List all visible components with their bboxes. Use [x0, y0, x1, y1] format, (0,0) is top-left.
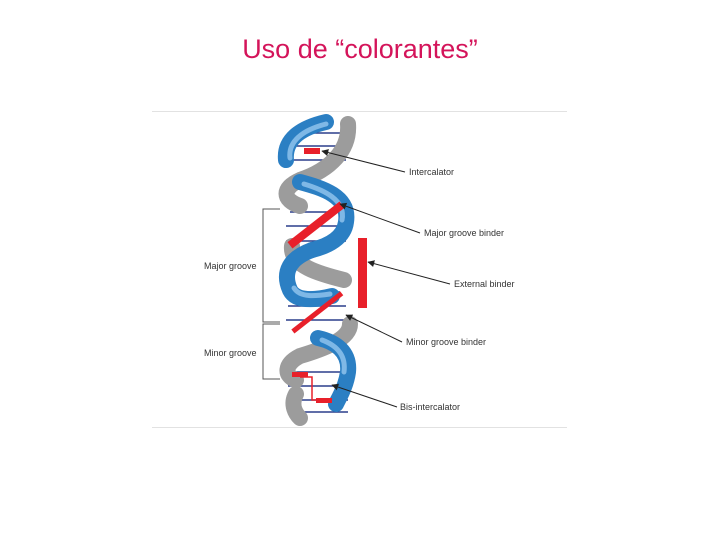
minor-groove-binder-label: Minor groove binder [406, 337, 486, 347]
major-groove-binder-label: Major groove binder [424, 228, 504, 238]
external-binder-block [358, 238, 367, 308]
binders [287, 148, 367, 403]
label-arrows [321, 149, 451, 408]
blue-strand-highlight [287, 121, 347, 375]
major-groove-binder-block [287, 201, 345, 249]
intercalator-label: Intercalator [409, 167, 454, 177]
slide-title: Uso de “colorantes” [242, 34, 478, 64]
minor-groove-label: Minor groove [204, 348, 257, 358]
major-groove-label: Major groove [204, 261, 257, 271]
intercalator-block [304, 148, 320, 154]
figure-bottom-rule [152, 427, 567, 428]
grey-strand [278, 116, 358, 426]
external-binder-label: External binder [454, 279, 515, 289]
groove-brackets [262, 208, 280, 380]
bis-intercalator-linker [300, 376, 318, 401]
bis-intercalator-top-block [292, 372, 308, 377]
minor-groove-binder-block [291, 291, 344, 334]
bis-intercalator-label: Bis-intercalator [400, 402, 460, 412]
figure-top-rule [152, 111, 567, 112]
bis-intercalator-bottom-block [316, 398, 332, 403]
